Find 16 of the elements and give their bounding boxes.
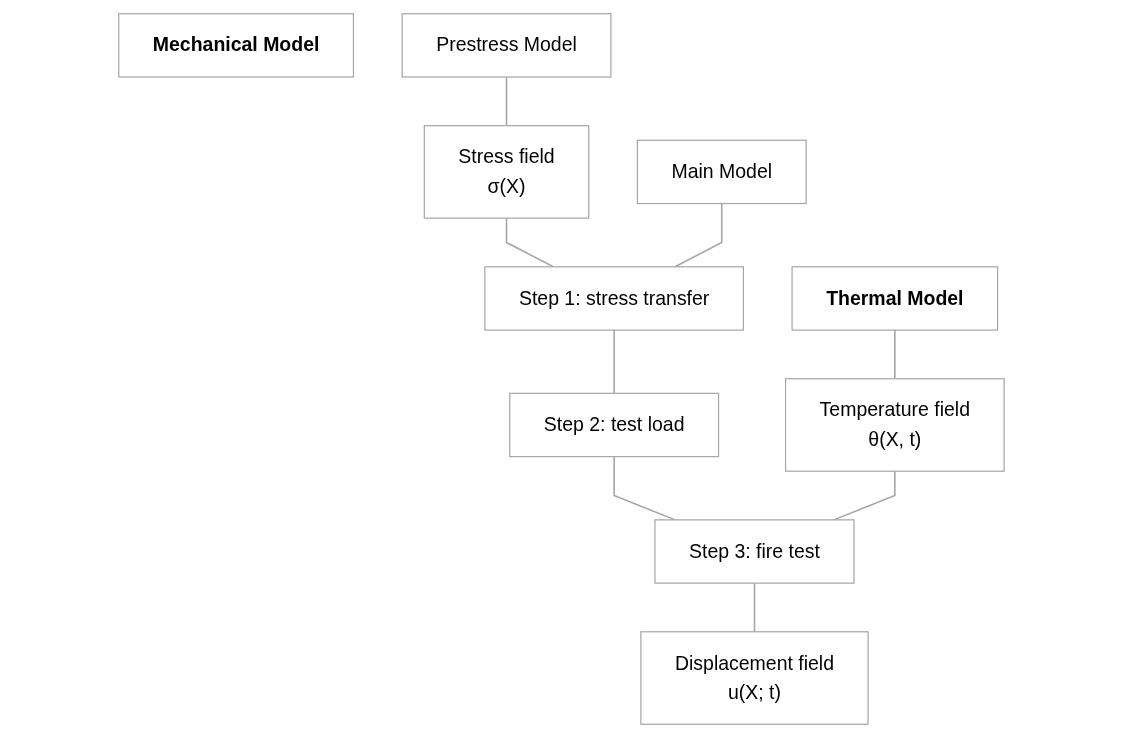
node-box: Prestress Model — [401, 13, 612, 78]
node-box: Temperature field θ(X, t) — [785, 378, 1005, 472]
node-box: Step 1: stress transfer — [484, 266, 745, 331]
connector — [505, 217, 555, 268]
node-box: Stress field σ(X) — [423, 125, 590, 219]
connector — [753, 582, 756, 633]
node-box: Main Model — [636, 139, 807, 205]
node-box: Mechanical Model — [118, 13, 355, 78]
connector — [674, 202, 723, 268]
node-box: Displacement field u(X; t) — [640, 631, 869, 725]
connector — [613, 329, 615, 395]
node-box: Step 2: test load — [509, 392, 720, 458]
node-box: Step 3: fire test — [654, 519, 855, 584]
connector — [894, 329, 896, 380]
connector — [505, 76, 508, 127]
node-box: Thermal Model — [791, 266, 999, 331]
